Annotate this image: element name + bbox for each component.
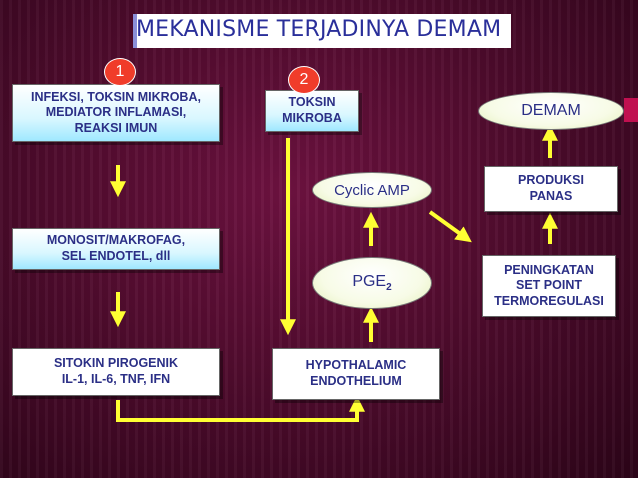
box-peningkatan: PENINGKATAN SET POINT TERMOREGULASI [482, 255, 616, 317]
arrow-sitokin-to-hypothalamic [116, 395, 365, 422]
badge-one: 1 [104, 58, 136, 86]
right-accent-bar [624, 98, 638, 122]
box-produksi-label: PRODUKSI PANAS [518, 173, 584, 203]
title-bar [133, 14, 511, 48]
arrow-cyclic-amp-to-peningkatan [428, 210, 472, 243]
box-peningkatan-label: PENINGKATAN SET POINT TERMOREGULASI [494, 262, 604, 308]
box-toksin: TOKSIN MIKROBA [265, 90, 359, 132]
box-produksi: PRODUKSI PANAS [484, 166, 618, 212]
ellipse-pge2: PGE2 [312, 257, 432, 309]
box-sitokin: SITOKIN PIROGENIK IL-1, IL-6, TNF, IFN [12, 348, 220, 396]
badge-two: 2 [288, 66, 320, 94]
box-toksin-label: TOKSIN MIKROBA [282, 95, 342, 125]
ellipse-demam: DEMAM [478, 92, 624, 130]
box-infeksi: INFEKSI, TOKSIN MIKROBA, MEDIATOR INFLAM… [12, 84, 220, 142]
box-hypothalamic: HYPOTHALAMIC ENDOTHELIUM [272, 348, 440, 400]
box-hypothalamic-label: HYPOTHALAMIC ENDOTHELIUM [305, 358, 407, 388]
box-sitokin-label: SITOKIN PIROGENIK IL-1, IL-6, TNF, IFN [53, 356, 179, 386]
page-title: MEKANISME TERJADINYA DEMAM [136, 17, 502, 42]
pge-subscript: 2 [386, 282, 392, 294]
pge-base-text: PGE [352, 272, 387, 290]
ellipse-cyclic-amp: Cyclic AMP [312, 172, 432, 208]
box-monosit-label: MONOSIT/MAKROFAG, SEL ENDOTEL, dll [46, 233, 186, 263]
box-monosit: MONOSIT/MAKROFAG, SEL ENDOTEL, dll [12, 228, 220, 270]
ellipse-cyclic-amp-label: Cyclic AMP [334, 181, 410, 199]
ellipse-demam-label: DEMAM [521, 102, 581, 119]
box-infeksi-label: INFEKSI, TOKSIN MIKROBA, MEDIATOR INFLAM… [31, 89, 201, 135]
ellipse-pge2-label: PGE2 [352, 273, 391, 293]
